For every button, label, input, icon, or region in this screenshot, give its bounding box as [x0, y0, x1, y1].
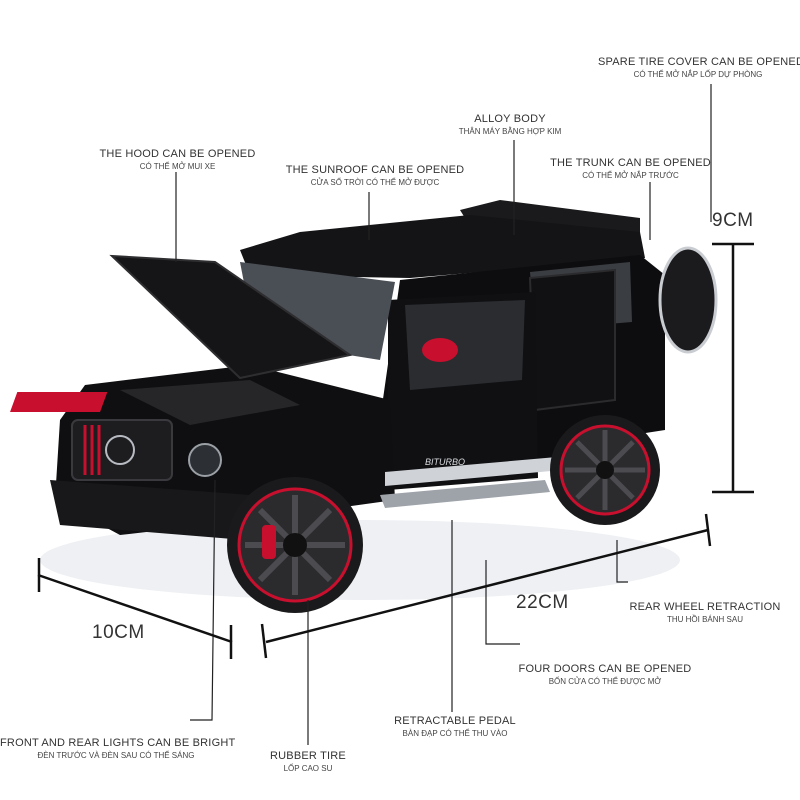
- callout-spare: SPARE TIRE COVER CAN BE OPENED CÓ THỂ MỞ…: [598, 55, 800, 80]
- callout-rear-wheel-en: REAR WHEEL RETRACTION: [629, 601, 781, 613]
- callout-alloy: ALLOY BODY THÂN MÁY BẰNG HỢP KIM: [440, 112, 580, 137]
- emblem: [105, 435, 135, 465]
- callout-sunroof-en: THE SUNROOF CAN BE OPENED: [285, 164, 465, 176]
- callout-lights-en: FRONT AND REAR LIGHTS CAN BE BRIGHT: [0, 737, 236, 749]
- callout-alloy-vi: THÂN MÁY BẰNG HỢP KIM: [458, 127, 562, 136]
- bumper: [50, 480, 250, 540]
- callout-lights-vi: ĐÈN TRƯỚC VÀ ĐÈN SAU CÓ THỂ SÁNG: [37, 751, 195, 760]
- side-stripe: [385, 455, 585, 486]
- rear-door: [528, 268, 616, 412]
- callout-tire-vi: LỐP CAO SU: [283, 764, 333, 773]
- callout-trunk: THE TRUNK CAN BE OPENED CÓ THỂ MỞ NẮP TR…: [548, 156, 713, 181]
- callout-hood-en: THE HOOD CAN BE OPENED: [99, 148, 256, 160]
- callout-doors: FOUR DOORS CAN BE OPENED BỐN CỬA CÓ THỂ …: [515, 662, 695, 687]
- side-step: [380, 480, 550, 508]
- seat: [422, 338, 458, 362]
- callout-lights: FRONT AND REAR LIGHTS CAN BE BRIGHT ĐÈN …: [0, 736, 236, 761]
- dimension-length-label: 22CM: [516, 592, 569, 613]
- front-door-window: [405, 300, 525, 390]
- callout-alloy-en: ALLOY BODY: [474, 113, 546, 125]
- callout-sunroof-vi: CỬA SỔ TRỜI CÓ THỂ MỞ ĐƯỢC: [310, 178, 440, 187]
- hood: [109, 254, 353, 380]
- dimension-height-label: 9CM: [712, 210, 754, 231]
- callout-rear-wheel: REAR WHEEL RETRACTION THU HỒI BÁNH SAU: [625, 600, 785, 625]
- callout-doors-vi: BỐN CỬA CÓ THỂ ĐƯỢC MỞ: [548, 677, 662, 686]
- roof: [240, 215, 645, 278]
- callout-tire: RUBBER TIRE LỐP CAO SU: [258, 749, 358, 774]
- leader-lines: [175, 84, 712, 745]
- callout-sunroof: THE SUNROOF CAN BE OPENED CỬA SỔ TRỜI CÓ…: [285, 163, 465, 188]
- callout-hood: THE HOOD CAN BE OPENED CÓ THỂ MỞ MUI XE: [90, 147, 265, 172]
- engine-cover: [10, 392, 108, 412]
- engine-bay: [120, 380, 300, 425]
- callout-trunk-vi: CÓ THỂ MỞ NẮP TRƯỚC: [582, 171, 679, 180]
- callout-pedal: RETRACTABLE PEDAL BÀN ĐẠP CÓ THỂ THU VÀO: [385, 714, 525, 739]
- callout-spare-en: SPARE TIRE COVER CAN BE OPENED: [598, 56, 800, 68]
- callout-trunk-en: THE TRUNK CAN BE OPENED: [550, 157, 711, 169]
- biturbo-badge: BITURBO: [425, 457, 465, 467]
- callout-doors-en: FOUR DOORS CAN BE OPENED: [518, 663, 692, 675]
- callout-spare-vi: CÓ THỂ MỞ NẮP LỐP DỰ PHÒNG: [633, 70, 763, 79]
- car-body: BITURBO: [10, 200, 718, 540]
- front-wheel: [227, 477, 363, 613]
- callout-tire-en: RUBBER TIRE: [270, 750, 346, 762]
- callout-rear-wheel-vi: THU HỒI BÁNH SAU: [666, 615, 743, 624]
- callout-hood-vi: CÓ THỂ MỞ MUI XE: [139, 162, 216, 171]
- rear-wheel: [550, 415, 660, 525]
- dimension-lines: [37, 242, 754, 659]
- headlight: [188, 443, 222, 477]
- callout-pedal-en: RETRACTABLE PEDAL: [394, 715, 516, 727]
- grille: [71, 419, 173, 481]
- spare-tire: [658, 246, 718, 354]
- dimension-width-label: 10CM: [92, 622, 145, 643]
- callout-pedal-vi: BÀN ĐẠP CÓ THỂ THU VÀO: [402, 729, 508, 738]
